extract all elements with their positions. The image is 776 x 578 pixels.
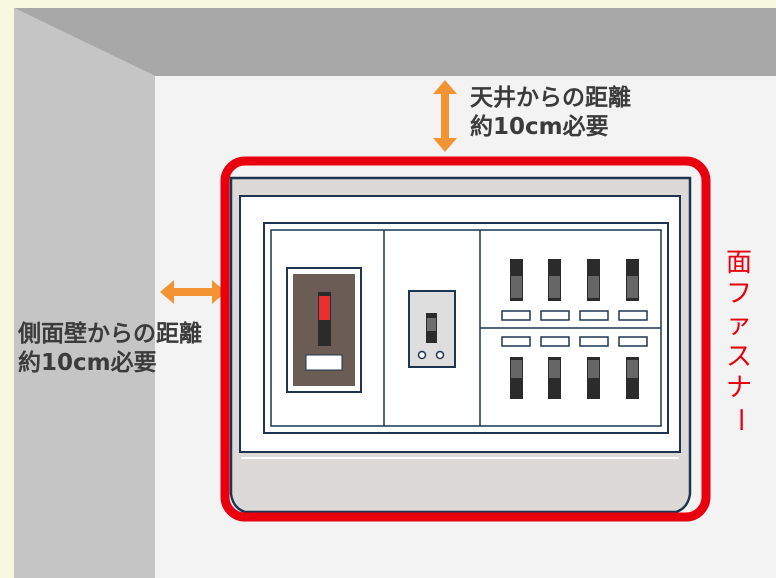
velcro-label-char: フ [725,279,752,310]
ceiling-surface [14,8,776,76]
side-distance-label: 側面壁からの距離 約10cm必要 [18,320,202,379]
branch-breakers-upper [501,259,648,321]
main-breaker [286,267,362,393]
velcro-label-char: ナ [725,372,752,403]
branch-breakers-lower [501,336,648,399]
side-distance-arrow [160,280,226,304]
distribution-board [229,176,692,514]
velcro-label-char: ー [724,406,755,433]
velcro-label-char: ス [725,341,752,372]
velcro-label-char: 面 [725,248,752,278]
side-distance-line1: 側面壁からの距離 [18,321,202,347]
ceiling-distance-line2: 約10cm必要 [470,114,609,141]
main-breaker-switch [319,296,330,320]
velcro-label: 面ファスナー [724,248,755,435]
side-wall-surface [14,8,155,578]
highlight-frame [220,156,711,522]
ceiling-distance-label: 天井からの距離 約10cm必要 [470,84,631,143]
ceiling-distance-arrow [433,80,457,152]
leakage-breaker [408,290,456,368]
side-distance-line2: 約10cm必要 [18,350,157,377]
ceiling-distance-line1: 天井からの距離 [470,85,631,111]
velcro-label-char: ァ [725,310,752,341]
